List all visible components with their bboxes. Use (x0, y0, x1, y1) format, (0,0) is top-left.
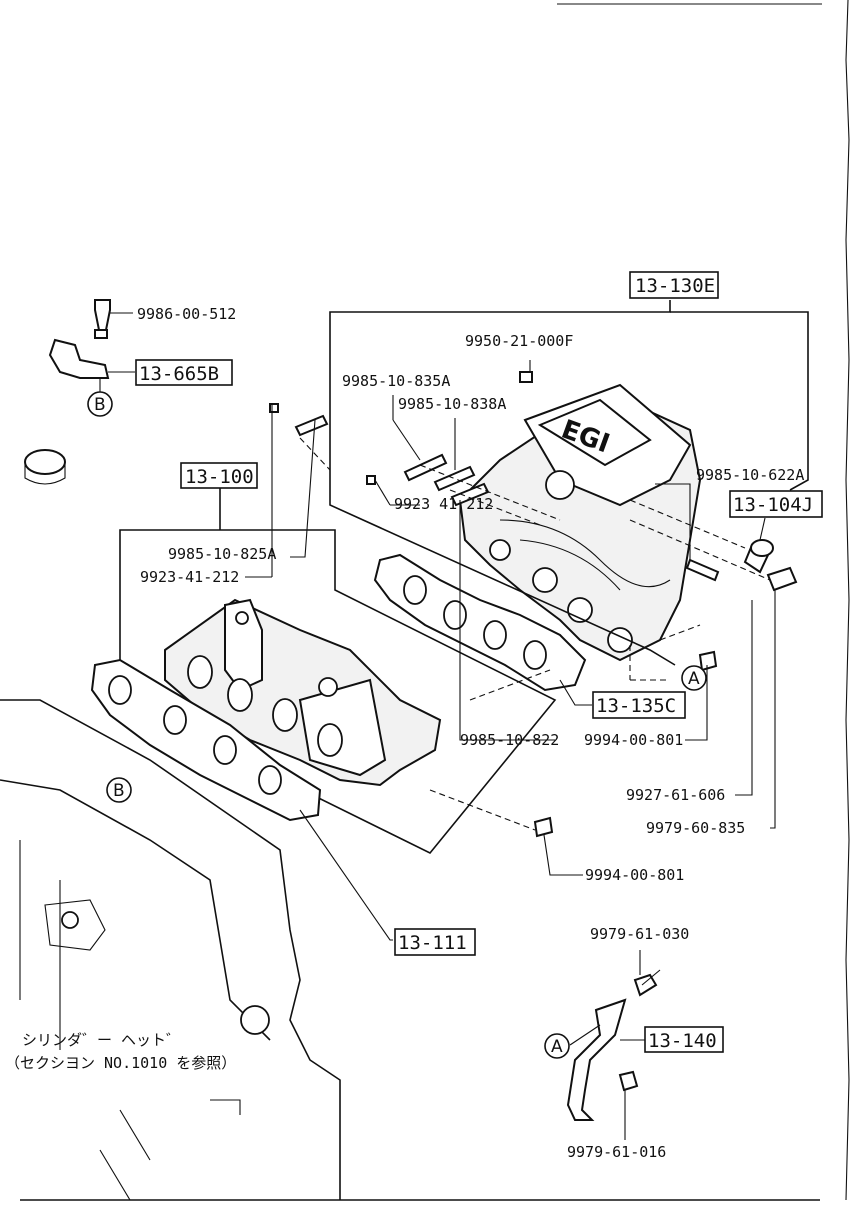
part-9985-10-622A: 9985-10-622A (696, 466, 804, 484)
ref-13-104J-box (729, 490, 823, 518)
note-line-2: （セクシヨン NO.1010 を参照） (5, 1054, 236, 1072)
group-bracket-13-100 (119, 488, 557, 854)
part-number-labels: 9986-00-512 9950-21-000F 9985-10-835A 99… (137, 305, 804, 1161)
ref-13-111-label: 13-111 (398, 932, 467, 954)
ref-13-111-box (394, 928, 476, 956)
gasket-13-111 (90, 658, 322, 822)
marker-b-top (87, 391, 113, 417)
part-9979-60-835: 9979-60-835 (646, 819, 745, 837)
part-9985-10-835A: 9985-10-835A (342, 372, 450, 390)
reference-boxes: 13-130E 13-665B 13-100 13-104J 13-135C 1… (135, 271, 823, 1053)
pipe-bracket-13-140 (566, 969, 661, 1121)
circled-markers: B B A A (87, 391, 707, 1059)
part-9986-00-512: 9986-00-512 (137, 305, 236, 323)
ref-13-665B-box (135, 359, 233, 386)
part-9994-00-801: 9994-00-801 (584, 731, 683, 749)
cylinder-head (0, 449, 341, 1201)
marker-a-manifold (681, 665, 707, 691)
ref-13-104J-label: 13-104J (733, 494, 813, 516)
ref-13-135C-box (592, 691, 686, 719)
note-line-1: シリンダ゛ー ヘット゛ (22, 1031, 181, 1049)
oil-cap (24, 449, 66, 475)
part-9950-21-000F: 9950-21-000F (465, 332, 573, 350)
part-9985-10-825A: 9985-10-825A (168, 545, 276, 563)
marker-b-head-label: B (113, 781, 125, 801)
bracket-13-665B (48, 299, 111, 379)
part-9979-61-030: 9979-61-030 (590, 925, 689, 943)
ref-13-100-label: 13-100 (185, 466, 254, 488)
part-9994-00-801-lower: 9994-00-801 (585, 866, 684, 884)
ref-13-130E-label: 13-130E (635, 275, 715, 297)
part-9923-41-212: 9923-41-212 (140, 568, 239, 586)
ref-13-100-box (180, 462, 258, 489)
upper-intake-manifold: EGI (458, 383, 702, 662)
ref-13-130E-box (629, 271, 719, 299)
ref-13-140-box (644, 1026, 724, 1053)
part-9985-10-838A: 9985-10-838A (398, 395, 506, 413)
marker-a-bracket (544, 1033, 570, 1059)
marker-a-manifold-label: A (688, 669, 700, 689)
cylinder-head-note: シリンダ゛ー ヘット゛ （セクシヨン NO.1010 を参照） (5, 1031, 236, 1072)
ref-13-135C-label: 13-135C (596, 695, 676, 717)
part-9927-61-606: 9927-61-606 (626, 786, 725, 804)
marker-a-bracket-label: A (551, 1037, 563, 1057)
page-border (20, 0, 850, 1201)
ref-13-665B-label: 13-665B (139, 363, 219, 385)
ref-13-140-label: 13-140 (648, 1030, 717, 1052)
marker-b-head (106, 777, 132, 803)
marker-b-top-label: B (94, 395, 106, 415)
lower-intake-manifold (164, 598, 442, 787)
part-9979-61-016: 9979-61-016 (567, 1143, 666, 1161)
part-9923-41-212-lower: 9923 41 212 (394, 495, 493, 513)
part-9985-10-822: 9985-10-822 (460, 731, 559, 749)
bolt-9986-00-512 (94, 299, 111, 331)
fasteners (269, 371, 798, 838)
leader-lines (99, 312, 776, 1140)
group-bracket-13-130E (329, 300, 809, 666)
